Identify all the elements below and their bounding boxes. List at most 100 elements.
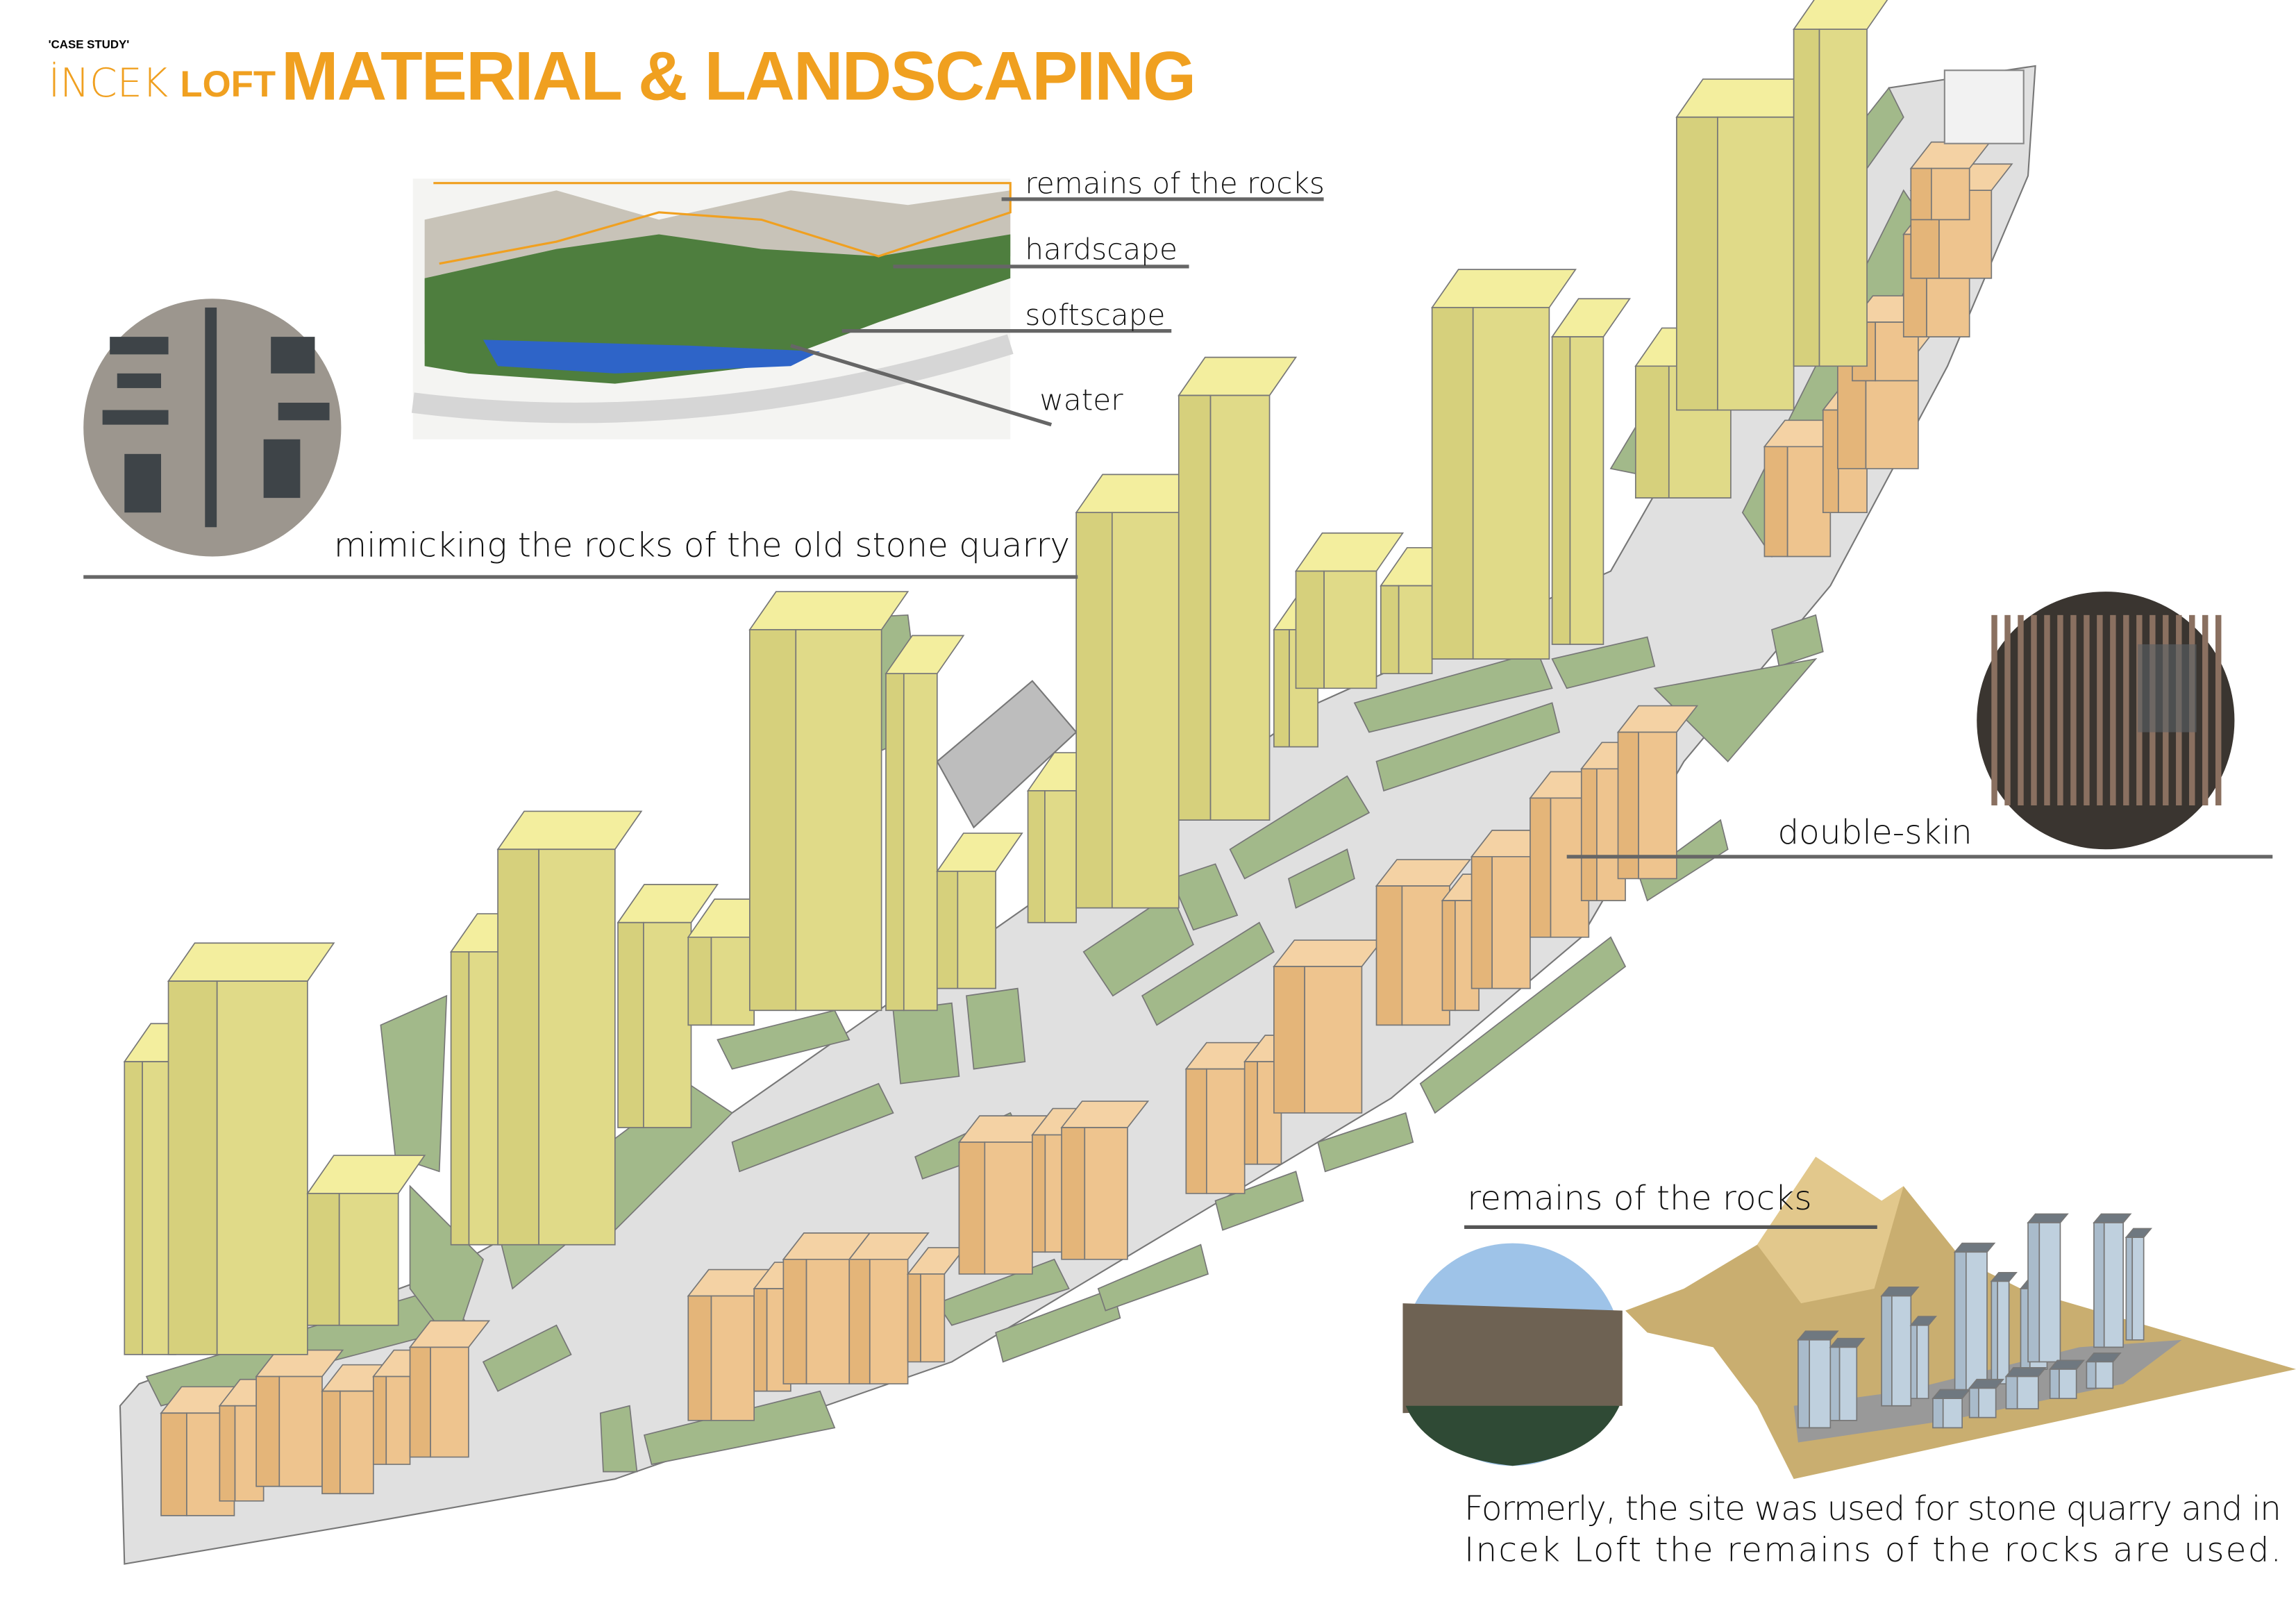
lowrise-side [687, 1295, 712, 1421]
lowrise-side [160, 1412, 187, 1516]
lowrise-side [1470, 855, 1493, 989]
label-remains-of-rocks: remains of the rocks [1025, 166, 1325, 200]
mini-tower-side [1991, 1280, 1999, 1384]
lowrise-face [1931, 167, 1970, 221]
lowrise-face [805, 1258, 850, 1384]
tower-roof [1431, 269, 1577, 308]
mini-tower-roof [1932, 1389, 1971, 1400]
tower-face [710, 936, 755, 1026]
facade-slat [2057, 614, 2063, 806]
tower-roof [936, 832, 1023, 872]
label-hardscape: hardscape [1025, 232, 1178, 266]
mini-tower-roof [2125, 1228, 2153, 1239]
mini-tower-face [1809, 1339, 1832, 1429]
lowrise-side [1243, 1061, 1258, 1165]
label-remains-of-rocks-model: remains of the rocks [1467, 1179, 1811, 1218]
lowrise-side [907, 1273, 921, 1363]
lowrise-side [1061, 1127, 1086, 1260]
tower-side [687, 936, 712, 1026]
facade-photo [83, 299, 342, 557]
tower-side [167, 980, 218, 1355]
lowrise-side [219, 1405, 236, 1502]
lowrise-side [958, 1141, 986, 1275]
tower-face [1111, 512, 1180, 909]
caption-line-2: Incek Loft the remains of the rocks are … [1464, 1530, 2281, 1569]
existing-building [1943, 69, 2025, 144]
tower-side [617, 921, 644, 1128]
brand-loft: LOFT [180, 64, 276, 105]
lowrise-side [1273, 966, 1306, 1114]
page-title: MATERIAL & LANDSCAPING [281, 37, 1196, 115]
facade-slat [2215, 614, 2222, 806]
mini-tower-face [1997, 1280, 2010, 1384]
green-patch [1229, 775, 1371, 880]
lowrise-face [1206, 1068, 1246, 1194]
mini-tower-roof [2093, 1213, 2132, 1223]
lowrise-side [848, 1258, 871, 1384]
tower-face [538, 848, 616, 1246]
lowrise-side [1910, 167, 1932, 221]
tower-side [748, 629, 797, 1012]
lowrise-face [1401, 885, 1450, 1026]
tower-roof [748, 591, 910, 630]
tower-side [1027, 790, 1046, 923]
mini-tower-roof [2004, 1367, 2047, 1378]
mini-tower-face [1978, 1387, 1997, 1418]
lowrise-side [1580, 768, 1598, 901]
mini-tower-face [2038, 1222, 2061, 1363]
tower-face [216, 980, 308, 1355]
mini-tower-face [1838, 1346, 1858, 1421]
facade-slat [2202, 614, 2209, 806]
mini-tower-face [2016, 1375, 2039, 1409]
tower-face [1044, 790, 1077, 923]
mini-tower-roof [1953, 1242, 1996, 1253]
green-patch [599, 1405, 638, 1473]
lowrise-face [430, 1346, 469, 1458]
green-patch [643, 1390, 836, 1466]
mini-tower-side [1829, 1346, 1841, 1421]
mini-tower-face [1916, 1324, 1929, 1400]
green-patch [1082, 892, 1194, 997]
tower-face [957, 871, 997, 989]
green-patch [1353, 651, 1553, 733]
mini-tower-face [2103, 1222, 2124, 1348]
mini-tower-face [2095, 1361, 2114, 1389]
lowrise-face [1638, 731, 1677, 880]
terrain-model [1625, 1157, 2296, 1480]
mini-tower-roof [1990, 1271, 2018, 1282]
mini-tower-side [2049, 1368, 2060, 1400]
tower-roof [496, 810, 643, 851]
tower-roof [1792, 0, 1888, 31]
tower-side [124, 1061, 143, 1355]
leader-line [790, 344, 1053, 427]
facade-slat [2097, 614, 2103, 806]
tower-side [936, 871, 959, 989]
tower-side [1273, 629, 1290, 748]
facade-slat [2084, 614, 2090, 806]
lowrise-side [753, 1288, 768, 1392]
quarry-photo [1402, 1243, 1623, 1466]
mini-tower-side [2086, 1361, 2097, 1389]
green-patch [892, 1002, 960, 1085]
mini-tower-face [1965, 1251, 1988, 1392]
lowrise-side [372, 1375, 387, 1465]
lowrise-face [869, 1258, 909, 1384]
lowrise-face [1491, 855, 1531, 989]
lowrise-buildings [160, 141, 2013, 1516]
facade-slat [2018, 614, 2024, 806]
lowrise-side [409, 1346, 431, 1458]
green-patch [1653, 658, 1818, 762]
tower-side [1676, 116, 1718, 411]
lowrise-face [710, 1295, 755, 1421]
mini-tower-roof [2027, 1213, 2069, 1223]
green-patch [1317, 1112, 1414, 1173]
lowrise-side [321, 1390, 341, 1495]
green-patch [1770, 614, 1824, 667]
lowrise-side [1185, 1068, 1207, 1194]
lowrise-side [1763, 446, 1788, 558]
tower-face [903, 673, 938, 1012]
tower-blocks [123, 0, 1888, 1355]
mini-tower-side [1881, 1295, 1893, 1407]
tower-face [1398, 585, 1433, 675]
